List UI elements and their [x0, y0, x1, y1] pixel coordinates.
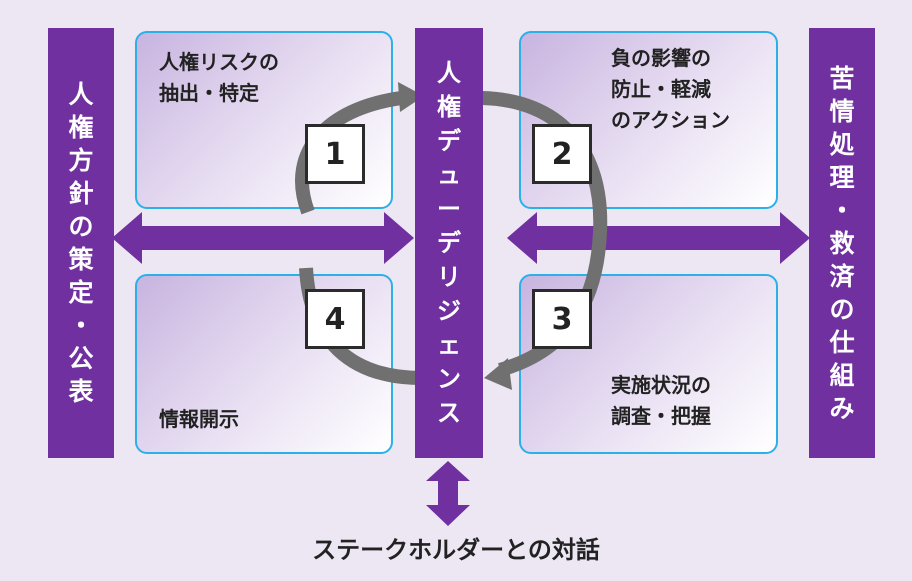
step-number-2: 2 — [532, 124, 592, 184]
vertical-double-arrow — [426, 461, 470, 526]
cycle-arrowhead-bottom — [484, 358, 512, 390]
box-monitoring-label: 実施状況の 調査・把握 — [611, 373, 711, 428]
stakeholder-dialogue-label: ステークホルダーとの対話 — [312, 536, 600, 564]
due-diligence-bar: 人 権 デ ュ ー デ リ ジ ェ ン ス — [415, 28, 483, 458]
cycle-arrowhead-top — [398, 82, 424, 112]
step-number-1: 1 — [305, 124, 365, 184]
box-disclosure-label: 情報開示 — [159, 407, 239, 431]
grievance-mechanism-bar: 苦 情 処 理 ・ 救 済 の 仕 組 み — [809, 28, 875, 458]
box-prevention-mitigation-label: 負の影響の 防止・軽減 のアクション — [611, 46, 730, 132]
human-rights-policy-bar: 人 権 方 針 の 策 定 ・ 公 表 — [48, 28, 114, 458]
left-double-arrow — [112, 212, 414, 264]
right-double-arrow — [507, 212, 810, 264]
box-risk-identification-label: 人権リスクの 抽出・特定 — [159, 50, 279, 105]
step-number-4: 4 — [305, 289, 365, 349]
step-number-3: 3 — [532, 289, 592, 349]
